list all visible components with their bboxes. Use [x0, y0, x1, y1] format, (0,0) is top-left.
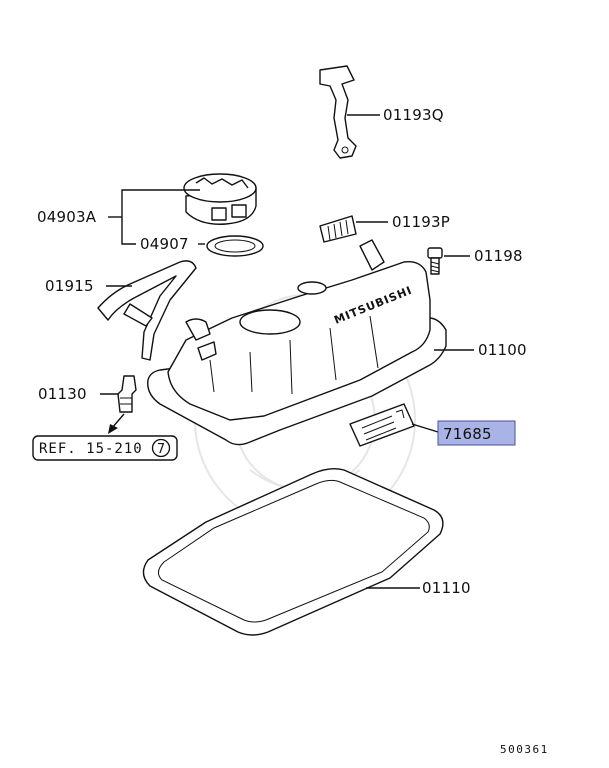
hose-part-01915[interactable]: [97, 260, 197, 361]
bolt-part-01198[interactable]: [427, 247, 443, 275]
reference-number: 7: [157, 442, 165, 457]
reference-number-circle: [151, 438, 171, 458]
cap-gasket-part-04907[interactable]: [206, 235, 264, 257]
reference-text: REF. 15-210: [39, 441, 143, 457]
part-label-01193Q[interactable]: 01193Q: [383, 106, 444, 124]
rocker-cover-part-01100[interactable]: MITSUBISHI: [147, 239, 447, 446]
cover-gasket-part-01110[interactable]: [142, 467, 444, 636]
leader-line-71685: [411, 423, 439, 433]
part-label-01915[interactable]: 01915: [45, 277, 94, 295]
clip-part-01193P[interactable]: [319, 215, 357, 243]
part-label-71685[interactable]: 71685: [443, 425, 492, 443]
part-label-04903A[interactable]: 04903A: [37, 208, 97, 226]
oil-cap-part-04903A[interactable]: [183, 173, 257, 225]
part-label-01110[interactable]: 01110: [422, 579, 471, 597]
reference-link[interactable]: REF. 15-210 7: [32, 435, 178, 461]
down-arrow-icon: [108, 413, 125, 434]
bracket-part-01193Q[interactable]: [319, 65, 357, 159]
diagram-code: 500361: [500, 743, 549, 756]
part-label-01100[interactable]: 01100: [478, 341, 527, 359]
part-label-01193P[interactable]: 01193P: [392, 213, 450, 231]
highlight-box-71685: [437, 420, 516, 446]
part-label-04907[interactable]: 04907: [140, 235, 189, 253]
pcv-valve-part-01130[interactable]: [117, 375, 137, 413]
caution-label-part-71685[interactable]: [349, 403, 415, 447]
part-label-01130[interactable]: 01130: [38, 385, 87, 403]
part-label-01198[interactable]: 01198: [474, 247, 523, 265]
